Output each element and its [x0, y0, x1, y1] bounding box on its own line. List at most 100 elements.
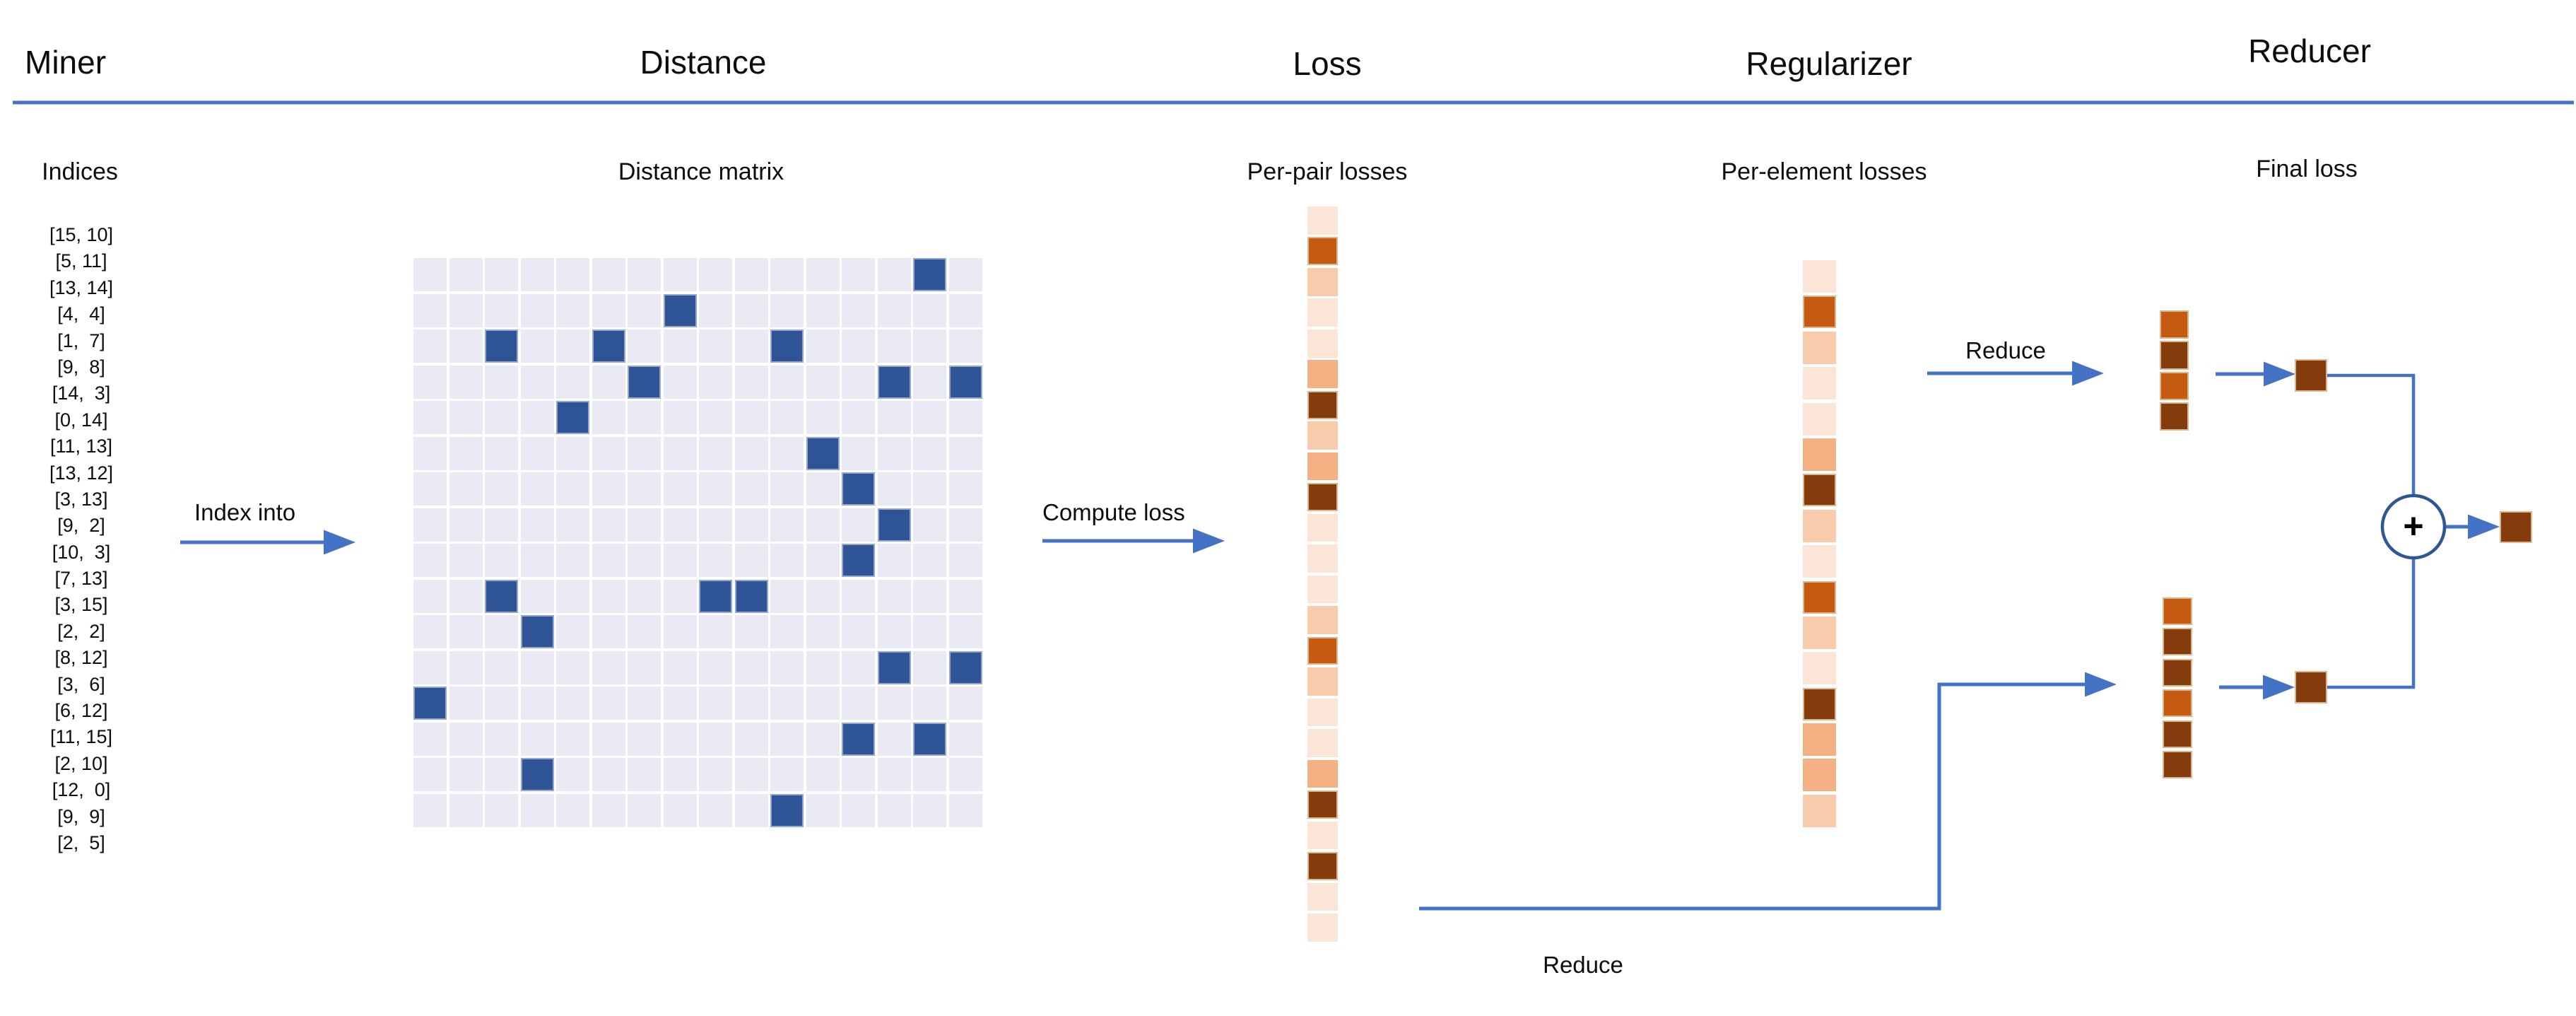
- matrix-cell: [449, 258, 483, 291]
- matrix-cell: [699, 758, 732, 791]
- per-pair-loss-cell-strong: [1307, 636, 1338, 665]
- reduced-bottom-cell-strong: [2163, 597, 2192, 625]
- matrix-cell: [556, 579, 589, 613]
- index-pair: [6, 12]: [54, 700, 108, 722]
- matrix-cell: [413, 365, 447, 399]
- matrix-cell: [734, 722, 768, 756]
- matrix-cell: [663, 687, 697, 720]
- matrix-cell: [592, 293, 625, 327]
- per-element-loss-cell-strong: [1803, 580, 1836, 614]
- matrix-cell: [877, 329, 911, 363]
- matrix-cell: [556, 436, 589, 470]
- per-element-loss-cell-med: [1803, 723, 1836, 757]
- matrix-cell: [663, 793, 697, 827]
- matrix-cell: [842, 508, 875, 542]
- matrix-cell: [592, 722, 625, 756]
- matrix-cell: [806, 472, 840, 506]
- matrix-cell: [520, 579, 554, 613]
- matrix-cell: [699, 329, 732, 363]
- per-pair-loss-cell-dark: [1307, 852, 1338, 880]
- matrix-cell: [628, 758, 661, 791]
- reduced-top-cell-strong: [2160, 371, 2189, 400]
- reduced-top-cell-dark: [2160, 402, 2189, 431]
- matrix-cell: [877, 293, 911, 327]
- per-element-loss-cell-medlight: [1803, 331, 1836, 364]
- matrix-cell: [842, 758, 875, 791]
- matrix-cell: [556, 615, 589, 648]
- matrix-cell: [770, 365, 804, 399]
- index-pair: [3, 15]: [54, 594, 108, 616]
- matrix-cell: [413, 650, 447, 684]
- matrix-cell: [485, 687, 518, 720]
- per-pair-loss-cell-dark: [1307, 390, 1338, 419]
- matrix-cell: [770, 544, 804, 577]
- matrix-cell: [663, 579, 697, 613]
- matrix-cell: [449, 293, 483, 327]
- per-pair-loss-cell-medlight: [1307, 267, 1338, 296]
- matrix-cell: [699, 472, 732, 506]
- matrix-cell: [628, 472, 661, 506]
- matrix-cell: [734, 687, 768, 720]
- summand-bottom-to-sum-path: [2327, 559, 2416, 689]
- matrix-cell: [913, 472, 946, 506]
- reduced-bottom-cell-strong: [2163, 689, 2192, 718]
- matrix-cell: [770, 650, 804, 684]
- matrix-cell: [413, 758, 447, 791]
- summand-top-cell: [2295, 359, 2327, 392]
- matrix-cell: [556, 365, 589, 399]
- matrix-cell: [806, 650, 840, 684]
- matrix-cell: [663, 436, 697, 470]
- matrix-cell: [628, 258, 661, 291]
- matrix-cell: [913, 793, 946, 827]
- column-title-miner: Miner: [25, 44, 107, 81]
- matrix-cell: [592, 793, 625, 827]
- matrix-cell: [663, 544, 697, 577]
- matrix-cell: [734, 544, 768, 577]
- index-pair: [9, 2]: [57, 515, 105, 537]
- matrix-cell: [913, 579, 946, 613]
- matrix-cell-highlighted: [592, 329, 625, 363]
- reduced-bottom-cell-dark: [2163, 720, 2192, 748]
- index-pair: [8, 12]: [54, 647, 108, 669]
- matrix-cell: [592, 758, 625, 791]
- matrix-cell: [913, 436, 946, 470]
- matrix-cell: [877, 544, 911, 577]
- matrix-cell: [628, 436, 661, 470]
- index-pair: [5, 11]: [55, 250, 107, 272]
- matrix-cell: [485, 650, 518, 684]
- per-element-losses-strip: [1803, 260, 1836, 827]
- matrix-cell-highlighted: [628, 365, 661, 399]
- matrix-cell: [485, 508, 518, 542]
- matrix-cell: [734, 508, 768, 542]
- matrix-cell: [734, 258, 768, 291]
- matrix-cell: [842, 615, 875, 648]
- matrix-cell: [806, 293, 840, 327]
- summand-bottom-cell: [2295, 671, 2327, 703]
- matrix-cell: [663, 508, 697, 542]
- reduced-bottom-cell-dark: [2163, 751, 2192, 779]
- matrix-cell: [663, 329, 697, 363]
- matrix-cell: [770, 258, 804, 291]
- matrix-cell: [556, 472, 589, 506]
- subtitle-final-loss: Final loss: [2256, 156, 2358, 182]
- matrix-cell: [449, 793, 483, 827]
- matrix-cell: [628, 793, 661, 827]
- per-pair-loss-cell-light: [1307, 298, 1338, 327]
- matrix-cell-highlighted: [485, 579, 518, 613]
- matrix-cell: [842, 293, 875, 327]
- matrix-cell: [413, 544, 447, 577]
- matrix-cell: [806, 687, 840, 720]
- index-pair: [0, 14]: [54, 409, 108, 431]
- matrix-cell: [663, 722, 697, 756]
- matrix-cell: [413, 722, 447, 756]
- matrix-cell-highlighted: [806, 436, 840, 470]
- matrix-cell: [842, 650, 875, 684]
- per-pair-loss-cell-medlight: [1307, 421, 1338, 450]
- per-element-loss-cell-dark: [1803, 687, 1836, 720]
- matrix-cell: [806, 793, 840, 827]
- matrix-cell: [449, 329, 483, 363]
- matrix-cell-highlighted: [770, 329, 804, 363]
- matrix-cell: [413, 793, 447, 827]
- index-pair: [3, 13]: [54, 488, 108, 510]
